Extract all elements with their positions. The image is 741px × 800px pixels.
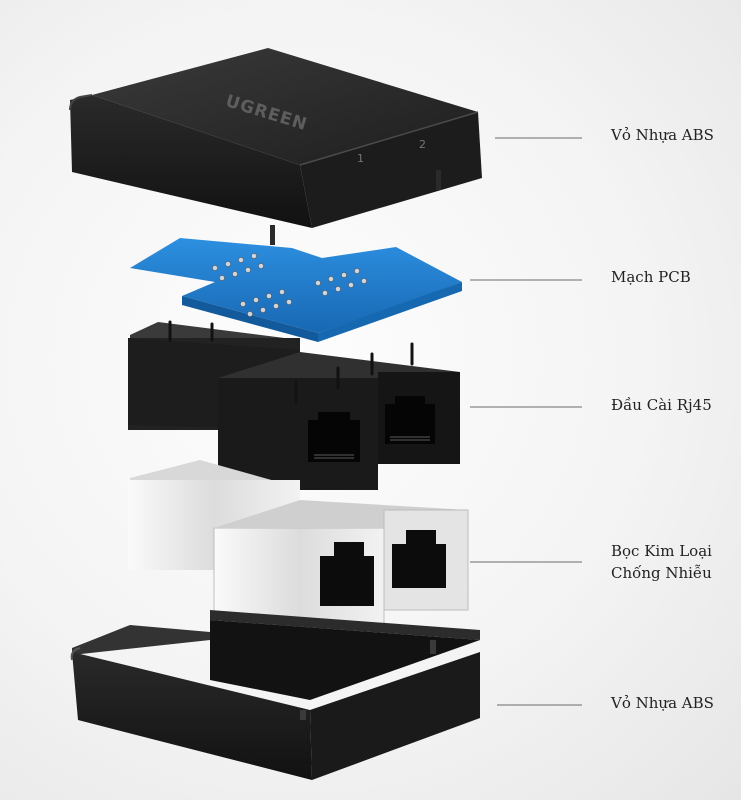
top-abs-shell: UGREEN 1 2 xyxy=(69,48,482,245)
metal-shield xyxy=(128,460,469,639)
rj45-jack-block xyxy=(128,320,460,490)
label-rj45: Đầu Cài Rj45 xyxy=(611,396,712,414)
label-shield-line2: Chống Nhiễu xyxy=(611,564,712,582)
label-bottom-abs-shell: Vỏ Nhựa ABS xyxy=(611,694,714,712)
pcb-board xyxy=(130,238,462,342)
bottom-abs-shell xyxy=(70,610,480,780)
label-shield-line1: Bọc Kim Loại xyxy=(611,542,712,560)
leader-lines xyxy=(470,137,582,706)
port-number-2: 2 xyxy=(419,138,426,151)
label-top-abs-shell: Vỏ Nhựa ABS xyxy=(611,126,714,144)
label-pcb: Mạch PCB xyxy=(611,268,691,286)
port-number-1: 1 xyxy=(357,152,364,165)
